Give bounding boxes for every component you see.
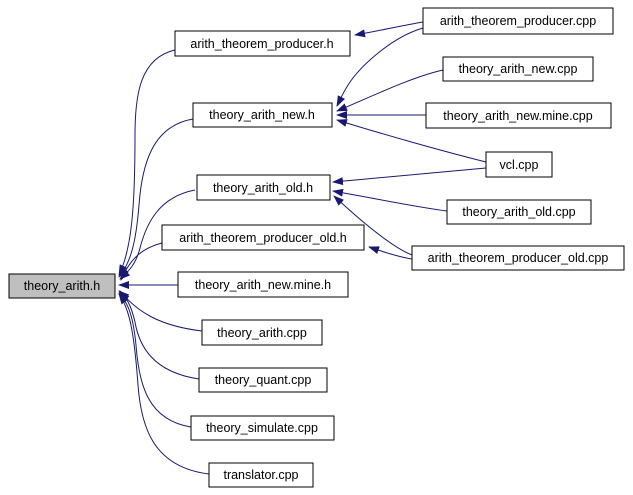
node-box <box>177 271 349 298</box>
node-vcl-cpp[interactable]: vcl.cpp <box>485 151 553 178</box>
node-theory-simulate-cpp[interactable]: theory_simulate.cpp <box>190 415 335 441</box>
edge-theory-arith-new-h-to-theory-arith-h <box>118 118 194 278</box>
node-theory-arith-new-mine-cpp[interactable]: theory_arith_new.mine.cpp <box>425 102 612 129</box>
edge-vcl-cpp-to-theory-arith-new-h <box>336 119 487 163</box>
node-label: theory_arith_new.h <box>209 108 315 122</box>
node-theory-arith-new-mine-h[interactable]: theory_arith_new.mine.h <box>177 271 349 298</box>
node-translator-cpp[interactable]: translator.cpp <box>208 462 314 488</box>
node-box <box>442 56 594 82</box>
node-box <box>485 151 553 178</box>
node-theory-arith-new-cpp[interactable]: theory_arith_new.cpp <box>442 56 594 82</box>
edge-arith-theorem-producer-cpp-to-arith-theorem-producer-h <box>354 21 424 38</box>
node-theory-arith-old-cpp[interactable]: theory_arith_old.cpp <box>446 199 592 225</box>
edge-arith-theorem-producer-cpp-to-theory-arith-new-h <box>336 27 424 107</box>
node-label: arith_theorem_producer.h <box>190 37 333 51</box>
node-box <box>190 415 335 441</box>
node-box <box>425 102 612 129</box>
edge-arith-theorem-producer-old-h-to-theory-arith-h <box>120 242 163 281</box>
node-box <box>196 174 331 201</box>
node-theory-arith-old-h[interactable]: theory_arith_old.h <box>196 174 331 201</box>
node-box <box>192 102 333 128</box>
node-label: theory_arith.h <box>24 279 100 293</box>
edge-theory-quant-cpp-to-theory-arith-h <box>118 290 200 380</box>
edge-theory-simulate-cpp-to-theory-arith-h <box>118 292 192 428</box>
node-label: vcl.cpp <box>500 158 539 172</box>
node-label: theory_arith_new.mine.cpp <box>443 109 592 123</box>
node-label: arith_theorem_producer_old.cpp <box>428 251 609 265</box>
node-label: arith_theorem_producer_old.h <box>179 231 347 245</box>
node-theory-arith-h[interactable]: theory_arith.h <box>8 273 116 299</box>
edge-arith-theorem-producer-old-cpp-to-theory-arith-old-h <box>333 195 413 256</box>
node-theory-arith-cpp[interactable]: theory_arith.cpp <box>201 319 323 346</box>
node-label: theory_simulate.cpp <box>206 421 318 435</box>
node-box <box>422 7 614 35</box>
node-arith-theorem-producer-cpp[interactable]: arith_theorem_producer.cpp <box>422 7 614 35</box>
edge-translator-cpp-to-theory-arith-h <box>118 293 210 475</box>
node-box <box>161 224 365 251</box>
edge-vcl-cpp-to-theory-arith-old-h <box>332 167 487 186</box>
node-label: theory_arith_old.cpp <box>462 205 575 219</box>
node-arith-theorem-producer-old-h[interactable]: arith_theorem_producer_old.h <box>161 224 365 251</box>
node-theory-arith-new-h[interactable]: theory_arith_new.h <box>192 102 333 128</box>
node-label: arith_theorem_producer.cpp <box>440 14 596 28</box>
node-box <box>446 199 592 225</box>
node-label: theory_arith.cpp <box>217 326 307 340</box>
node-label: theory_arith_new.cpp <box>459 62 578 76</box>
node-box <box>8 273 116 299</box>
node-box <box>411 245 625 271</box>
node-label: theory_quant.cpp <box>215 373 312 387</box>
node-label: theory_arith_old.h <box>213 181 313 195</box>
node-arith-theorem-producer-old-cpp[interactable]: arith_theorem_producer_old.cpp <box>411 245 625 271</box>
edge-arith-theorem-producer-h-to-theory-arith-h <box>118 49 176 276</box>
node-box <box>174 30 351 57</box>
node-label: translator.cpp <box>223 468 298 482</box>
edge-theory-arith-new-cpp-to-theory-arith-new-h <box>336 69 444 112</box>
node-label: theory_arith_new.mine.h <box>195 278 331 292</box>
node-box <box>208 462 314 488</box>
node-box <box>201 319 323 346</box>
node-box <box>198 367 328 393</box>
node-arith-theorem-producer-h[interactable]: arith_theorem_producer.h <box>174 30 351 57</box>
edge-theory-arith-old-cpp-to-theory-arith-old-h <box>332 188 448 212</box>
edge-arith-theorem-producer-old-cpp-to-arith-theorem-producer-old-h <box>368 246 413 260</box>
node-theory-quant-cpp[interactable]: theory_quant.cpp <box>198 367 328 393</box>
